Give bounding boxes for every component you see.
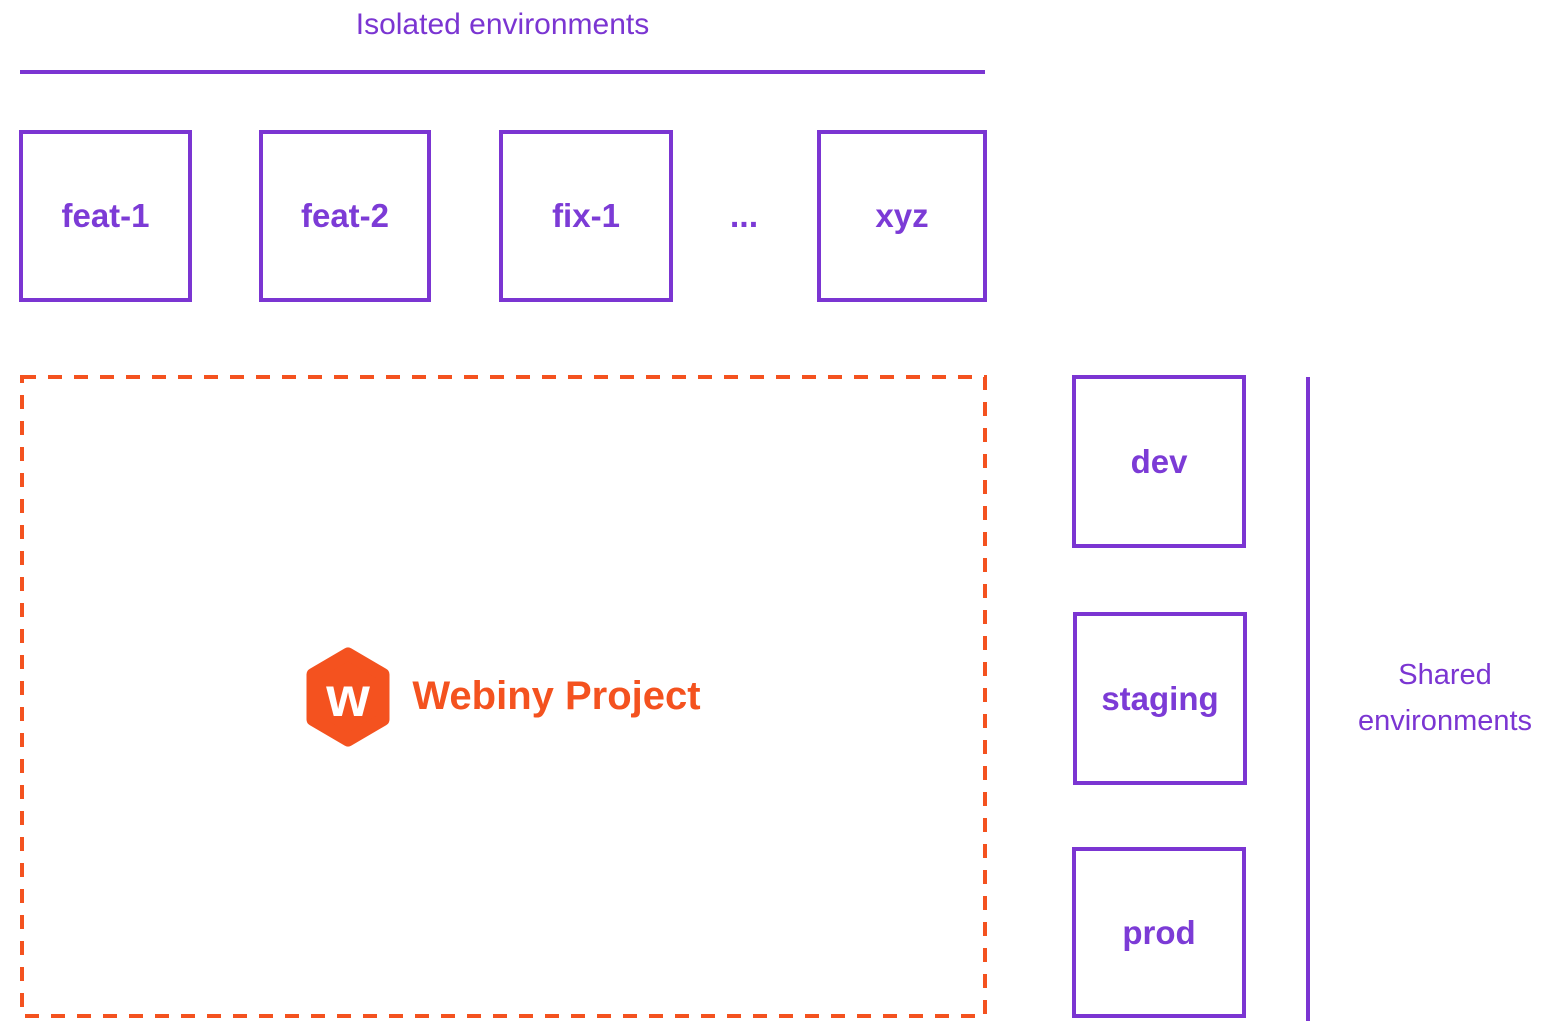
env-box-feat-1: feat-1 [19, 130, 192, 302]
env-box-label: prod [1122, 913, 1196, 951]
env-box-feat-2: feat-2 [259, 130, 431, 302]
env-box-fix-1: fix-1 [499, 130, 673, 302]
env-box-dev: dev [1072, 375, 1246, 548]
webiny-logo-icon: w [306, 647, 390, 746]
webiny-project-lockup: w Webiny Project [20, 375, 987, 1018]
shared-environments-title: Shared environments [1357, 659, 1533, 737]
dashed-border [20, 375, 987, 1018]
shared-environments-divider [1306, 377, 1310, 1021]
env-box-label: feat-1 [61, 197, 150, 234]
env-box-label: staging [1101, 679, 1219, 717]
webiny-logo-letter: w [326, 665, 371, 728]
webiny-project-label: Webiny Project [412, 674, 701, 718]
env-box-label: fix-1 [552, 197, 620, 234]
webiny-project-container: w Webiny Project [20, 375, 987, 1018]
more-environments-ellipsis: ... [729, 196, 759, 235]
env-box-label: feat-2 [300, 197, 390, 234]
env-box-xyz: xyz [817, 130, 987, 302]
env-box-label: xyz [875, 197, 929, 234]
isolated-environments-underline [20, 70, 985, 74]
isolated-environments-title: Isolated environments [355, 8, 650, 41]
env-box-prod: prod [1072, 847, 1246, 1018]
env-box-label: dev [1130, 442, 1188, 480]
env-box-staging: staging [1073, 612, 1247, 785]
